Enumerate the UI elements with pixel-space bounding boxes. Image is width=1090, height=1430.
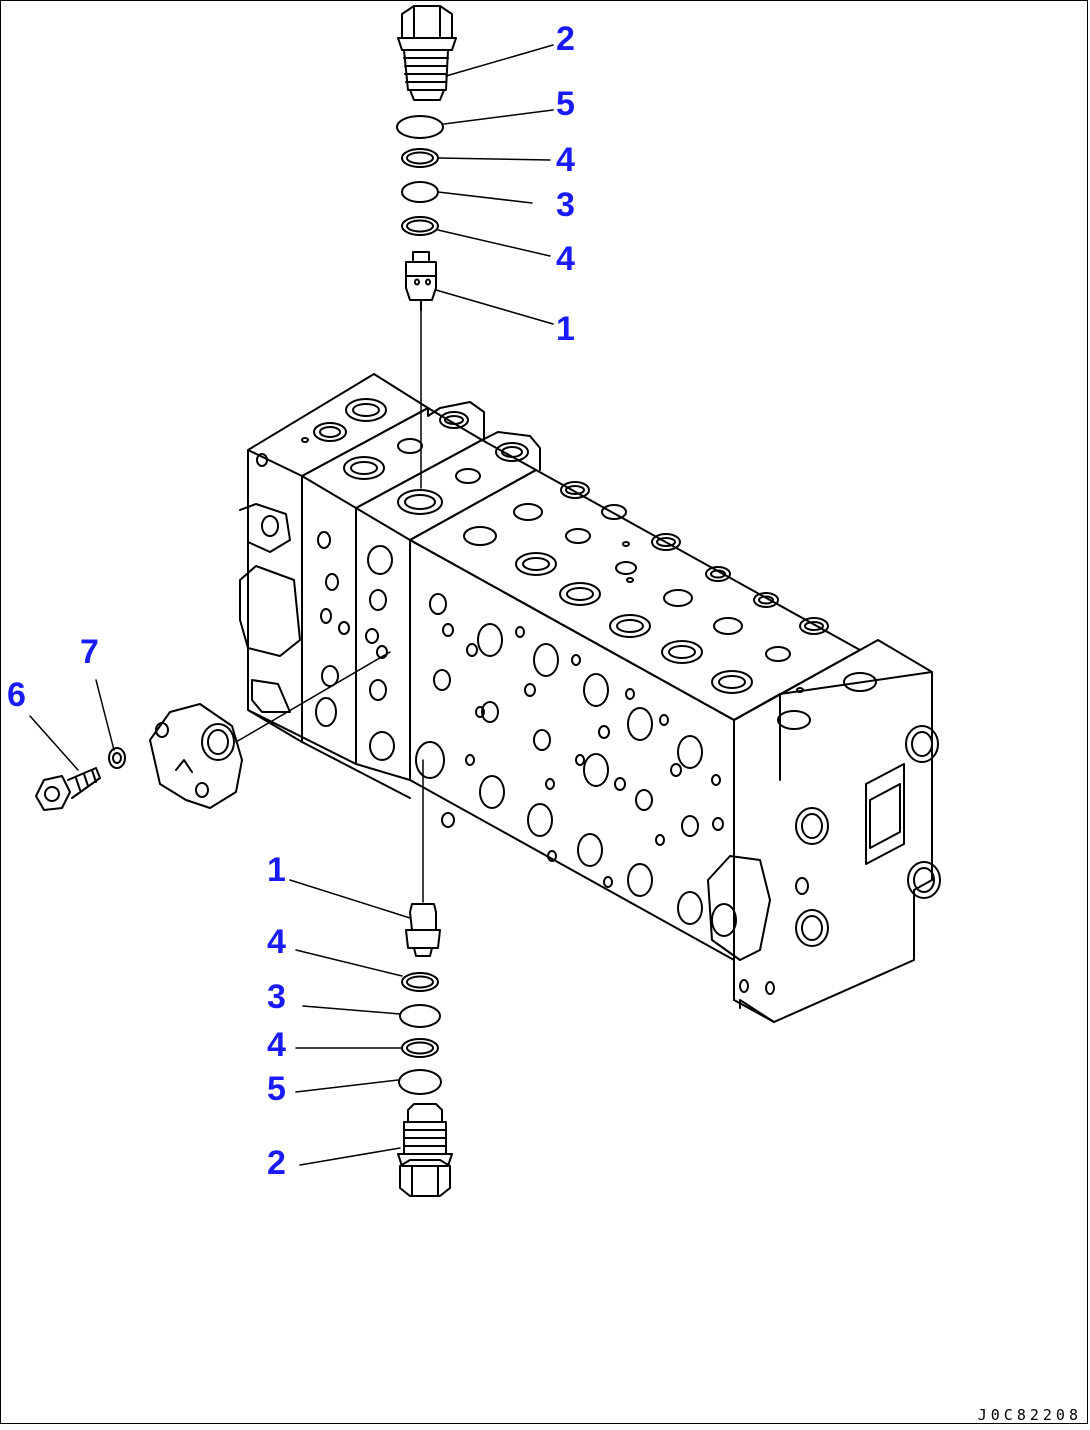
- bottom-check-valve-part: [405, 903, 441, 957]
- leader-lines: [29, 44, 554, 1166]
- callout-bolt-6: 6: [7, 676, 26, 714]
- bottom-o-ring-3: [399, 1004, 441, 1028]
- callout-bottom-backup-ring-4b: 4: [267, 1026, 286, 1064]
- left-washer-part-7: [108, 747, 126, 769]
- top-o-ring-3: [401, 181, 439, 203]
- drawing-id: J0C82208: [977, 1406, 1082, 1424]
- left-bolt-part-6: [35, 767, 101, 811]
- bottom-backup-ring-4a: [401, 972, 439, 992]
- callout-top-o-ring-5: 5: [556, 85, 575, 123]
- right-block-bolts: [795, 725, 941, 947]
- callout-top-backup-ring-4b: 4: [556, 240, 575, 278]
- cover-plate-axis: [235, 651, 391, 743]
- top-backup-ring-4b: [401, 216, 439, 236]
- callout-bottom-o-ring-3: 3: [267, 978, 286, 1016]
- callout-top-check-valve: 1: [556, 310, 575, 348]
- callout-bottom-plug: 2: [267, 1144, 286, 1182]
- callout-top-plug: 2: [556, 20, 575, 58]
- top-backup-ring-4a: [401, 148, 439, 168]
- bottom-plug-part: [397, 1103, 453, 1197]
- callout-bottom-check-valve: 1: [267, 851, 286, 889]
- bottom-o-ring-5: [398, 1069, 442, 1095]
- top-o-ring-5: [396, 115, 444, 139]
- callout-washer-7: 7: [80, 633, 99, 671]
- callout-bottom-o-ring-5: 5: [267, 1070, 286, 1108]
- top-check-valve-part: [405, 251, 437, 311]
- left-cover-plate-part: [149, 703, 243, 809]
- bottom-backup-ring-4b: [401, 1038, 439, 1058]
- callout-bottom-backup-ring-4a: 4: [267, 923, 286, 961]
- callout-top-backup-ring-4a: 4: [556, 141, 575, 179]
- callout-top-o-ring-3: 3: [556, 186, 575, 224]
- top-plug-part: [397, 5, 457, 101]
- control-valve-body: [239, 373, 941, 1023]
